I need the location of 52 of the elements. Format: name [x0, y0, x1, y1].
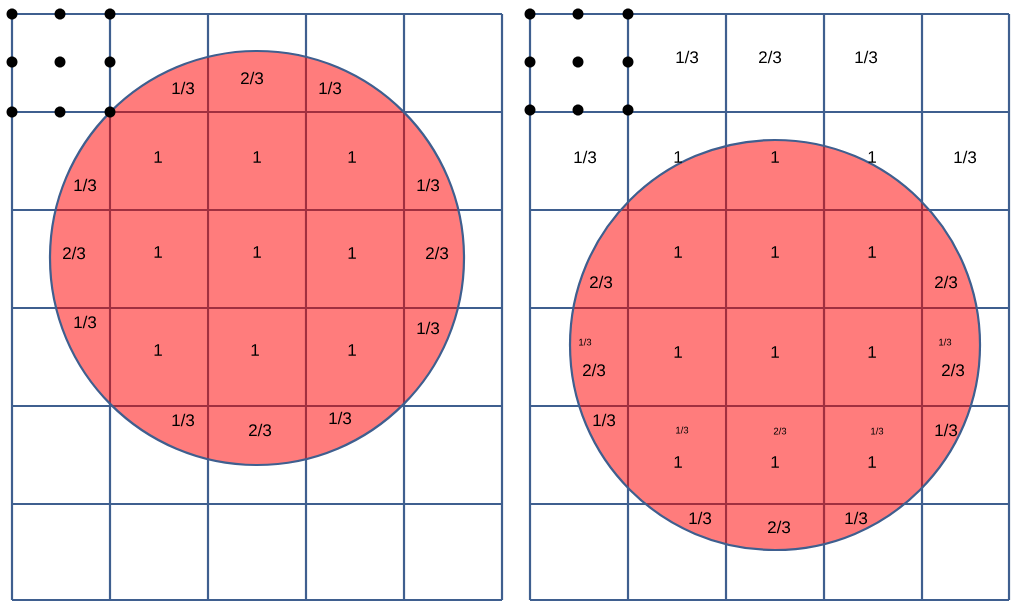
cell-value: 1	[674, 346, 682, 358]
cell-value: 1/3	[954, 150, 977, 164]
cell-value: 2/3	[768, 520, 791, 534]
cell-value: 1	[674, 151, 682, 163]
cell-value: 1	[348, 344, 356, 356]
cell-value: 1	[154, 344, 162, 356]
cell-value: 1	[348, 151, 356, 163]
cell-value: 2/3	[583, 363, 606, 377]
cell-value: 1/3	[172, 81, 195, 95]
cell-value: 2/3	[63, 246, 86, 260]
cell-value: 1/3	[74, 178, 97, 192]
cell-value: 1	[154, 246, 162, 258]
cell-value: 2/3	[426, 246, 449, 260]
cell-value: 2/3	[935, 275, 958, 289]
cell-value: 1/3	[593, 413, 616, 427]
cell-value: 2/3	[241, 71, 264, 85]
cell-value: 1	[154, 151, 162, 163]
cell-value: 2/3	[249, 423, 272, 437]
cell-value: 1/3	[74, 315, 97, 329]
cell-value: 1/3	[329, 411, 352, 425]
cell-value: 1/3	[579, 338, 592, 346]
cell-value: 2/3	[942, 363, 965, 377]
cell-value: 1/3	[871, 427, 884, 435]
cell-value: 1/3	[319, 81, 342, 95]
cell-value: 1	[674, 246, 682, 258]
cell-value: 1/3	[939, 338, 952, 346]
cell-value: 1	[771, 346, 779, 358]
cell-value: 1/3	[172, 413, 195, 427]
cell-value: 2/3	[590, 275, 613, 289]
cell-value: 1	[868, 456, 876, 468]
cell-value: 1/3	[417, 321, 440, 335]
cell-value: 2/3	[773, 427, 787, 435]
cell-value: 1	[771, 456, 779, 468]
cell-value: 1	[253, 151, 261, 163]
cell-value: 1/3	[417, 178, 440, 192]
cell-value: 1	[253, 246, 261, 258]
cell-value: 1/3	[935, 423, 958, 437]
cell-value: 1	[868, 151, 876, 163]
cell-value: 1/3	[676, 426, 689, 434]
cell-value: 1/3	[676, 50, 699, 64]
cell-value: 1	[771, 246, 779, 258]
cell-value: 1	[251, 344, 259, 356]
cell-value: 1	[348, 247, 356, 259]
cell-value: 1/3	[845, 511, 868, 525]
cell-value: 1	[771, 151, 779, 163]
cell-value: 1/3	[574, 150, 597, 164]
cell-value: 1	[868, 346, 876, 358]
cell-value: 1/3	[689, 511, 712, 525]
cell-value: 2/3	[759, 50, 782, 64]
cell-value: 1	[674, 456, 682, 468]
cell-value: 1	[868, 246, 876, 258]
cell-value: 1/3	[855, 50, 878, 64]
